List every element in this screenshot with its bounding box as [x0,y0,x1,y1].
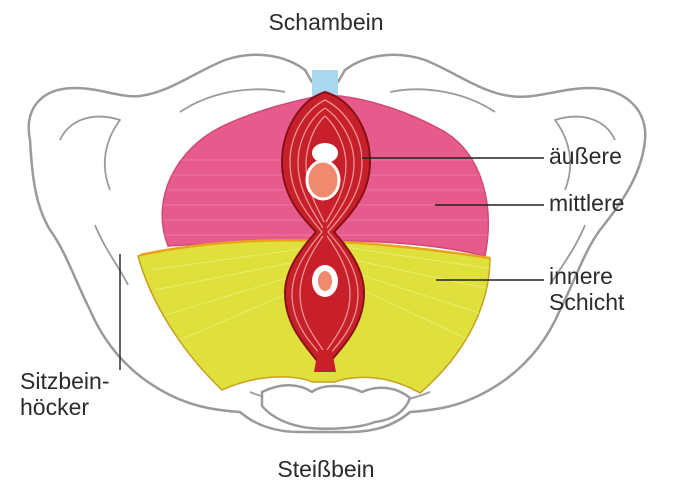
label-schambein: Schambein [0,9,652,35]
anal-opening-inner [318,271,332,291]
label-steissbein: Steißbein [0,456,652,482]
label-inner-line1: innere [549,263,624,289]
label-ischial-tuberosity: Sitzbein- höcker [20,368,109,421]
label-inner-line2: Schicht [549,289,624,315]
label-ischial-line1: Sitzbein- [20,368,109,394]
vaginal-opening [307,161,339,199]
label-inner-layer: innere Schicht [549,263,624,316]
label-ischial-line2: höcker [20,394,109,420]
label-middle-layer: mittlere [549,190,624,216]
label-outer-layer: äußere [549,143,622,169]
